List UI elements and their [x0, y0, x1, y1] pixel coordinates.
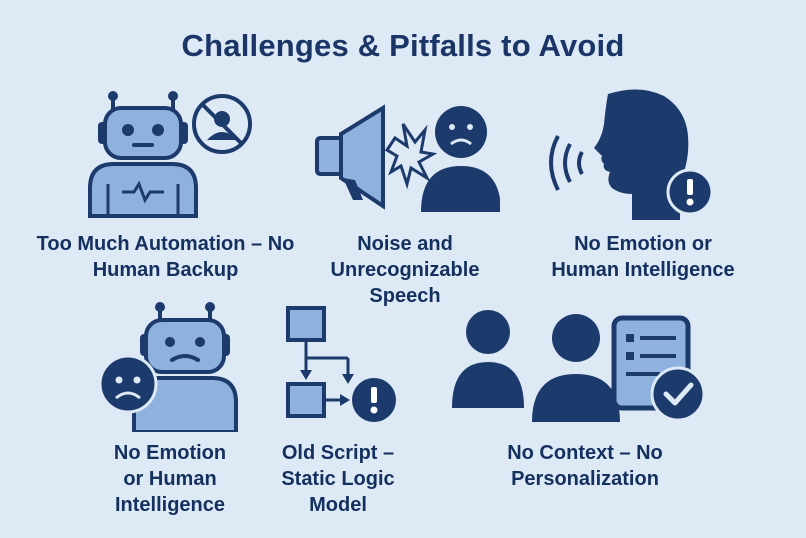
- sad-robot-icon: [98, 302, 238, 432]
- flowchart-alert-icon: [286, 306, 396, 422]
- item-label-script: Old Script – Static Logic Model: [281, 442, 395, 516]
- megaphone-noise-icon: [315, 104, 500, 212]
- robot-no-human-icon: [88, 91, 252, 218]
- speaking-head-alert-icon: [549, 89, 714, 220]
- item-label-automation: Too Much Automation – No Human Backup: [36, 233, 295, 281]
- item-label-noise: Noise and Unrecognizable Speech: [330, 233, 480, 307]
- page-title: Challenges & Pitfalls to Avoid: [181, 28, 625, 63]
- item-label-emotion-1: No Emotion or Human Intelligence: [551, 233, 735, 281]
- people-document-check-icon: [452, 310, 706, 422]
- item-label-emotion-2: No Emotion or Human Intelligence: [113, 442, 227, 516]
- item-label-context: No Context – No Personalization: [507, 442, 663, 490]
